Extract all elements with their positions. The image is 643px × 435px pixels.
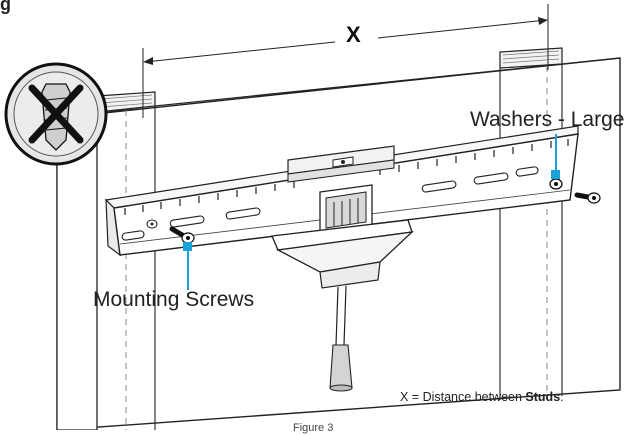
left-washer [146,219,158,229]
no-wall-anchor-icon [4,62,108,166]
footnote-bold: Studs [525,390,561,404]
bubble-level [287,145,395,183]
figure-caption: Figure 3 [293,422,334,434]
left-stud [96,108,156,430]
right-washer [549,178,563,190]
right-stud [499,64,563,400]
dimension-label: X [346,22,361,47]
right-mounting-screw [574,192,601,204]
mounting-screws-label: Mounting Screws [93,288,255,311]
washers-callout [551,134,560,179]
footnote-suffix: . [560,390,564,404]
release-arm [271,219,414,392]
section-heading-fragment: g [0,0,11,14]
stud-distance-footnote: X = Distance between Studs. [400,390,564,404]
dimension-line [142,4,549,118]
screws-callout [183,242,192,290]
footnote-prefix: X = Distance between [400,390,526,404]
washers-large-label: Washers - Large [470,108,625,131]
